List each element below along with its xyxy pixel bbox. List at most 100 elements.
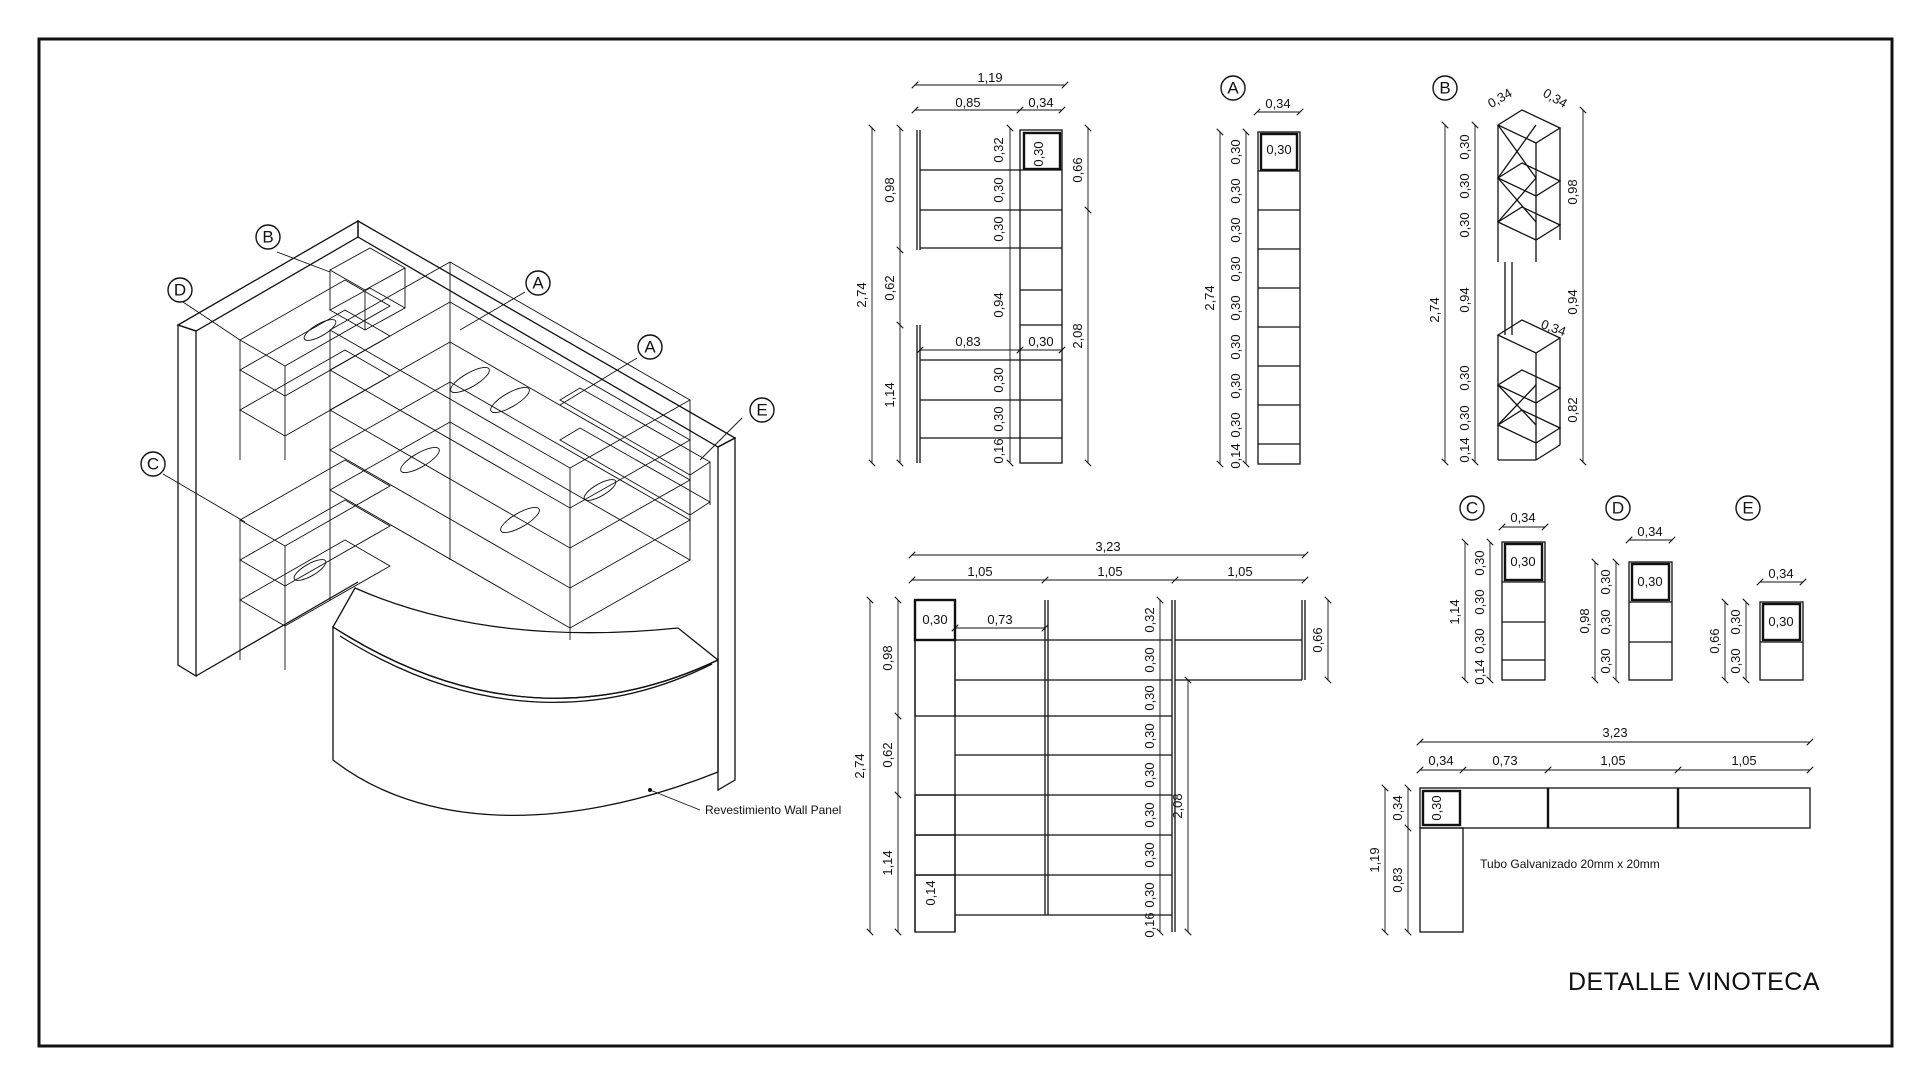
dimension-label: 1,14: [1447, 599, 1462, 624]
dimension-label: 3,23: [1602, 725, 1627, 740]
dimension-label: 0,30: [1142, 685, 1157, 710]
detail-a: A 0,34 0,30 2,74 0,30 0,30 0,30 0,30 0,3…: [1202, 75, 1304, 469]
dimension-label: 0,30: [1228, 412, 1243, 437]
dimension-label: 0,30: [1472, 589, 1487, 614]
dimension-label: 0,30: [1598, 648, 1613, 673]
dimension-label: 0,30: [1266, 142, 1291, 157]
dimension-label: 0,14: [1228, 443, 1243, 468]
dimension-label: 0,30: [1142, 762, 1157, 787]
dimension-label: 0,73: [987, 612, 1012, 627]
detail-tag: C: [1459, 495, 1485, 521]
dimension-label: 0,30: [1228, 178, 1243, 203]
dimension-label: C: [147, 455, 159, 474]
dimension-label: 0,34: [1265, 96, 1290, 111]
dimension-label: D: [174, 281, 186, 300]
dimension-label: 0,34: [1768, 566, 1793, 581]
tag-d: D: [167, 277, 193, 303]
tag-e: E: [749, 397, 775, 423]
dimension-label: 2,74: [1427, 297, 1442, 322]
dimension-label: 1,05: [1600, 753, 1625, 768]
dimension-label: 0,34: [1428, 753, 1453, 768]
detail-tag: E: [1735, 495, 1761, 521]
dimension-label: 0,14: [1457, 437, 1472, 462]
dimension-label: C: [1466, 499, 1478, 518]
dimension-label: 0,34: [1510, 510, 1535, 525]
dimension-label: 1,19: [1367, 847, 1382, 872]
dimension-label: 1,14: [882, 382, 897, 407]
dimension-label: A: [532, 274, 544, 293]
dimension-label: 0,94: [1565, 289, 1580, 314]
dimension-label: 0,30: [1457, 173, 1472, 198]
dimension-label: 0,62: [880, 742, 895, 767]
dimension-label: 0,30: [1031, 141, 1046, 166]
dimension-label: E: [756, 401, 767, 420]
dimension-label: 0,30: [1228, 217, 1243, 242]
dimension-label: 0,30: [1228, 256, 1243, 281]
dimension-label: 0,94: [1457, 287, 1472, 312]
dimension-label: 2,74: [854, 282, 869, 307]
dimension-label: 0,30: [1457, 405, 1472, 430]
dimension-label: 0,30: [1429, 795, 1444, 820]
dimension-label: 0,83: [955, 334, 980, 349]
tag-b: B: [255, 224, 281, 250]
dimension-label: 0,98: [882, 177, 897, 202]
tag-a-right: A: [637, 334, 663, 360]
dimension-label: 0,30: [1728, 648, 1743, 673]
sheet-title: DETALLE VINOTECA: [1568, 968, 1820, 996]
dimension-label: A: [1227, 79, 1239, 98]
side-elevation: 3,23 1,05 1,05 1,05 0,30 0,73 0,14: [852, 539, 1332, 938]
dimension-label: 0,30: [1768, 614, 1793, 629]
dimension-label: A: [644, 338, 656, 357]
dimension-label: 0,14: [1472, 659, 1487, 684]
dimension-label: 2,08: [1170, 793, 1185, 818]
detail-b: B 0,34 0,34 0,34 2,74 0,30 0,30 0,30 0,9…: [1427, 75, 1587, 466]
dimension-label: B: [1439, 79, 1450, 98]
dimension-label: 0,30: [1510, 554, 1535, 569]
dimension-label: 0,30: [1142, 882, 1157, 907]
dimension-label: 0,30: [1228, 295, 1243, 320]
dimension-label: 0,30: [1142, 723, 1157, 748]
tag-a-upper: A: [525, 270, 551, 296]
dimension-label: 0,73: [1492, 753, 1517, 768]
dimension-label: 0,34: [1390, 795, 1405, 820]
dimension-label: 0,30: [1457, 134, 1472, 159]
dimension-label: 0,30: [1457, 365, 1472, 390]
dimension-label: 0,14: [923, 880, 938, 905]
dimension-label: 0,16: [1142, 912, 1157, 937]
dimension-label: 0,34: [1539, 316, 1568, 339]
dimension-label: 0,66: [1070, 157, 1085, 182]
dimension-label: 0,32: [1142, 607, 1157, 632]
dimension-label: 0,30: [1457, 212, 1472, 237]
dimension-label: 0,34: [1485, 85, 1514, 111]
dimension-label: 0,30: [1142, 647, 1157, 672]
dimension-label: 0,66: [1310, 627, 1325, 652]
dimension-label: 0,30: [991, 406, 1006, 431]
detail-d: D 0,34 0,30 0,98 0,30 0,30 0,30: [1577, 495, 1676, 684]
dimension-label: 0,30: [1028, 334, 1053, 349]
detail-tag: D: [1605, 495, 1631, 521]
wall-panel-label: Revestimiento Wall Panel: [705, 803, 841, 817]
dimension-label: 0,30: [1228, 373, 1243, 398]
dimension-label: 2,08: [1070, 323, 1085, 348]
plan-view: 3,23 0,34 0,73 1,05 1,05 0,30 1,19 0,34 …: [1367, 725, 1814, 936]
dimension-label: 0,34: [1637, 524, 1662, 539]
dimension-label: 2,74: [1202, 285, 1217, 310]
dimension-label: 0,30: [1598, 609, 1613, 634]
dimension-label: 0,66: [1707, 628, 1722, 653]
detail-e: E 0,34 0,30 0,66 0,30 0,30: [1707, 495, 1807, 684]
dimension-label: 0,30: [991, 177, 1006, 202]
dimension-label: 0,34: [1028, 95, 1053, 110]
tube-note: Tubo Galvanizado 20mm x 20mm: [1480, 857, 1660, 871]
dimension-label: 0,82: [1565, 397, 1580, 422]
dimension-label: 0,30: [1472, 628, 1487, 653]
dimension-label: 2,74: [852, 753, 867, 778]
dimension-label: 1,05: [967, 564, 992, 579]
dimension-label: 0,30: [991, 216, 1006, 241]
dimension-label: 0,98: [1577, 608, 1592, 633]
dimension-label: 0,30: [1228, 139, 1243, 164]
dimension-label: 1,19: [977, 70, 1002, 85]
dimension-label: 1,05: [1097, 564, 1122, 579]
dimension-label: 0,98: [880, 645, 895, 670]
dimension-label: 0,34: [1541, 85, 1570, 111]
dimension-label: B: [262, 228, 273, 247]
